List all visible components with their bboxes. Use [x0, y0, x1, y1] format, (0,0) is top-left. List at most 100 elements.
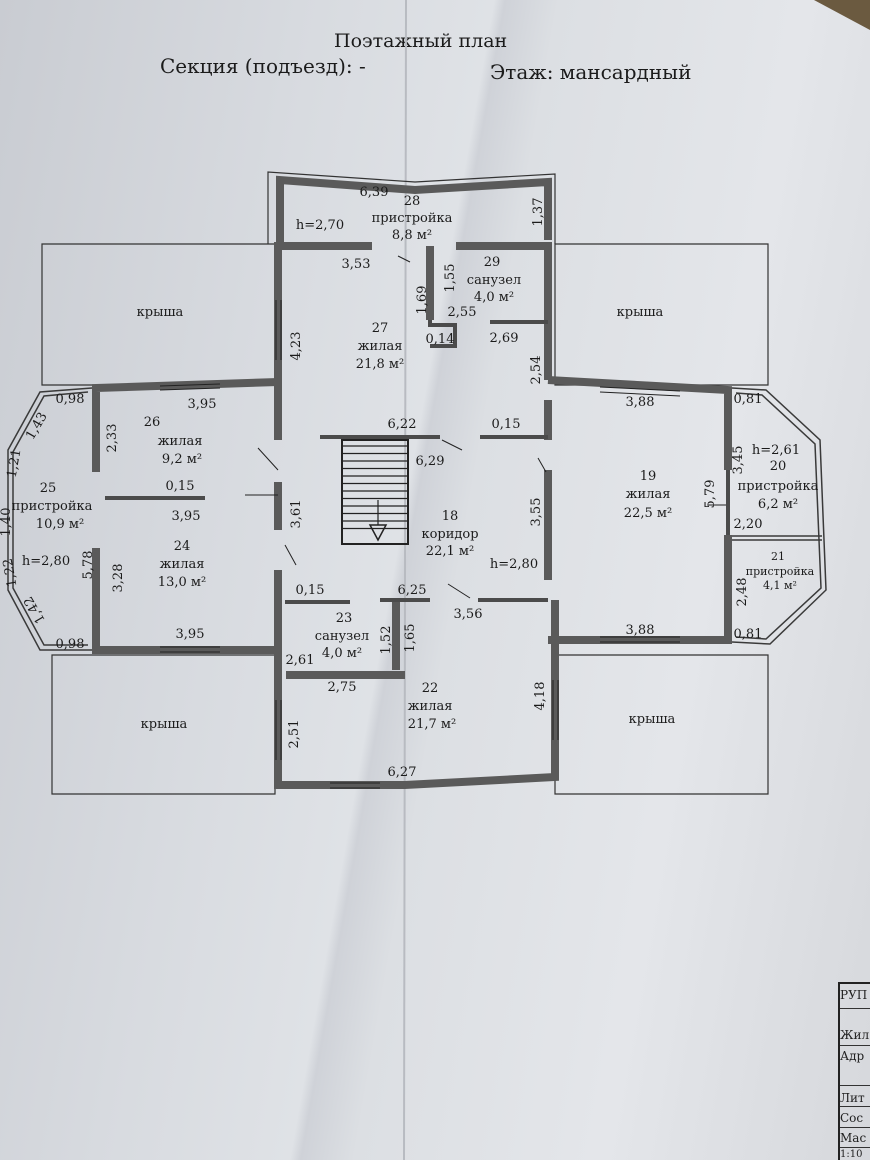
- room-24-name: жилая: [160, 557, 205, 572]
- room-28-number: 28: [404, 194, 421, 209]
- dimension-label: 5,79: [703, 480, 718, 509]
- dimension-label: 4,18: [533, 682, 548, 711]
- title-block-line: [840, 1085, 870, 1086]
- dimension-label: 1,65: [403, 624, 418, 653]
- room-28-name: пристройка: [372, 211, 453, 226]
- dimension-label: 2,48: [735, 578, 750, 607]
- title-block-line: [840, 1127, 870, 1128]
- room-18-name: коридор: [421, 527, 478, 542]
- dimension-label: 3,88: [626, 395, 655, 410]
- dimension-label: 1,37: [531, 198, 546, 227]
- room-20-name: пристройка: [738, 479, 819, 494]
- room-26-name: жилая: [158, 434, 203, 449]
- dimension-label: 0,81: [734, 627, 763, 642]
- room-25-name: пристройка: [12, 499, 93, 514]
- room-20-number: 20: [770, 459, 787, 474]
- title-block-line: [840, 1045, 870, 1046]
- dimension-label: 3,53: [342, 257, 371, 272]
- dimension-label: 3,61: [289, 500, 304, 529]
- title-block-cell: Лит: [840, 1091, 865, 1105]
- dimension-label: 1,21: [5, 448, 25, 479]
- title-block-cell: Мас: [840, 1131, 867, 1145]
- height-label: h=2,61: [752, 443, 800, 458]
- room-29-area: 4,0 м²: [474, 290, 514, 305]
- room-26-number: 26: [144, 415, 161, 430]
- dimension-label: 3,45: [731, 446, 746, 475]
- dimension-label: 6,25: [398, 583, 427, 598]
- roof-label-ne: крыша: [617, 305, 664, 320]
- dimension-label: 2,69: [490, 331, 519, 346]
- dimension-label: 3,95: [176, 627, 205, 642]
- staircase: [341, 439, 409, 545]
- room-27-name: жилая: [358, 339, 403, 354]
- room-22-area: 21,7 м²: [408, 717, 456, 732]
- room-20-area: 6,2 м²: [758, 497, 798, 512]
- room-29-name: санузел: [467, 273, 521, 288]
- dimension-label: 0,81: [734, 392, 763, 407]
- room-29-number: 29: [484, 255, 501, 270]
- dimension-label: 2,75: [328, 680, 357, 695]
- dimension-label: 2,20: [734, 517, 763, 532]
- dimension-label: 2,51: [287, 720, 302, 749]
- title-block-cell: Сос: [840, 1111, 864, 1125]
- dimension-label: 0,15: [166, 479, 195, 494]
- room-28-area: 8,8 м²: [392, 228, 432, 243]
- room-23-number: 23: [336, 611, 353, 626]
- floor-label: Этаж: мансардный: [490, 60, 692, 84]
- room-23-name: санузел: [315, 629, 369, 644]
- room-19-number: 19: [640, 469, 657, 484]
- room-18-number: 18: [442, 509, 459, 524]
- dimension-label: 3,88: [626, 623, 655, 638]
- height-label: h=2,80: [490, 557, 538, 572]
- dimension-label: 0,14: [426, 332, 455, 347]
- dimension-label: 1,40: [0, 508, 14, 537]
- windows: [159, 300, 681, 789]
- room-22-number: 22: [422, 681, 439, 696]
- title-block-line: [840, 1106, 870, 1107]
- title-block-line: [840, 1008, 870, 1009]
- walls: [92, 175, 732, 789]
- room-23-area: 4,0 м²: [322, 646, 362, 661]
- dimension-label: 4,23: [289, 332, 304, 361]
- dimension-label: 6,39: [360, 185, 389, 200]
- title-block-line: [840, 1147, 870, 1148]
- height-label: h=2,80: [22, 554, 70, 569]
- roof-label-se: крыша: [629, 712, 676, 727]
- dimension-label: 6,27: [388, 765, 417, 780]
- paper-fold: [403, 0, 407, 1160]
- room-26-area: 9,2 м²: [162, 452, 202, 467]
- dimension-label: 3,56: [454, 607, 483, 622]
- dimension-label: 6,29: [416, 454, 445, 469]
- section-label: Секция (подъезд): -: [160, 54, 366, 78]
- dimension-label: 1,52: [379, 626, 394, 655]
- annex-25-outline: [7, 387, 93, 651]
- dimension-label: 1,22: [1, 557, 21, 588]
- room-25-number: 25: [40, 481, 57, 496]
- room-22-name: жилая: [408, 699, 453, 714]
- room-19-name: жилая: [626, 487, 671, 502]
- dimension-label: 3,28: [111, 564, 126, 593]
- dimension-label: 3,95: [188, 397, 217, 412]
- dimension-label: 3,55: [529, 498, 544, 527]
- title-block: [838, 982, 870, 1160]
- room-18-area: 22,1 м²: [426, 544, 474, 559]
- partitions: [105, 320, 730, 604]
- room-24-number: 24: [174, 539, 191, 554]
- dimension-label: 2,61: [286, 653, 315, 668]
- room-27-area: 21,8 м²: [356, 357, 404, 372]
- dimension-label: 6,22: [388, 417, 417, 432]
- dimension-label: 5,78: [81, 551, 96, 580]
- doors: [245, 255, 726, 599]
- dimension-label: 0,15: [296, 583, 325, 598]
- room-27-number: 27: [372, 321, 389, 336]
- room-24-area: 13,0 м²: [158, 575, 206, 590]
- dimension-label: 2,33: [105, 424, 120, 453]
- plan-title: Поэтажный план: [334, 30, 508, 52]
- dimension-label: 2,54: [529, 356, 544, 385]
- title-block-cell: Адр: [840, 1049, 865, 1063]
- room-21-area: 4,1 м²: [763, 579, 797, 592]
- annex-20-21-outline: [731, 387, 827, 645]
- room-19-area: 22,5 м²: [624, 506, 672, 521]
